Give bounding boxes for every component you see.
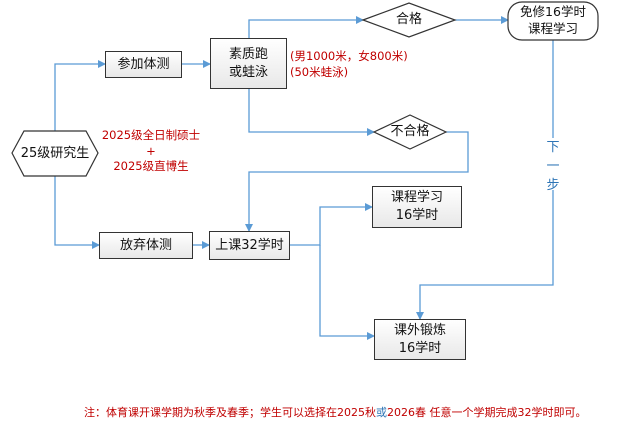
pass-diamond-shape <box>361 2 457 38</box>
outdoor-box: 课外锻炼 16学时 <box>374 319 466 360</box>
class-32-label: 上课32学时 <box>215 237 284 253</box>
edge-run-fail <box>248 89 375 136</box>
edge-start-join <box>54 60 106 131</box>
start-node-shape <box>11 130 99 177</box>
run-swim-label: 素质跑 或蛙泳 <box>228 46 268 80</box>
fail-diamond-shape <box>372 114 448 150</box>
pass-label: 合格 <box>395 12 422 28</box>
edge-exempt-outdoor <box>416 40 554 320</box>
fail-node: 不合格 <box>374 115 446 149</box>
class-32-box: 上课32学时 <box>209 231 290 260</box>
course-study-box: 课程学习 16学时 <box>372 186 462 228</box>
join-test-label: 参加体测 <box>117 56 170 72</box>
pass-node: 合格 <box>363 3 455 37</box>
footnote: 注：体育课开课学期为秋季及春季；学生可以选择在2025秋或2026春 任意一个学… <box>84 404 587 420</box>
footnote-part1: 注：体育课开课学期为秋季及春季；学生可以选择在2025秋 <box>84 406 376 419</box>
exempt-node: 免修16学时 课程学习 <box>508 2 598 40</box>
join-test-box: 参加体测 <box>105 51 182 78</box>
abandon-test-box: 放弃体测 <box>99 232 193 259</box>
run-detail-note: (男1000米，女800米) (50米蛙泳) <box>290 49 408 79</box>
edge-class-branches <box>290 203 373 246</box>
edge-run-pass <box>248 16 364 38</box>
run-swim-box: 素质跑 或蛙泳 <box>210 38 287 89</box>
start-node: 25级研究生 <box>12 131 98 176</box>
footnote-or: 或 <box>376 406 387 419</box>
student-types-note: 2025级全日制硕士 + 2025级直博生 <box>101 128 201 174</box>
fail-label: 不合格 <box>390 124 430 140</box>
abandon-test-label: 放弃体测 <box>119 237 172 253</box>
outdoor-label: 课外锻炼 16学时 <box>393 322 446 356</box>
footnote-part2: 2026春 任意一个学期完成32学时即可。 <box>387 406 587 419</box>
exempt-label: 免修16学时 课程学习 <box>520 4 586 36</box>
edge-fail-class <box>245 131 469 232</box>
start-node-label: 25级研究生 <box>20 145 90 161</box>
next-step-label: 下 一 步 <box>546 140 560 193</box>
edge-class-outdoor <box>319 245 375 340</box>
edge-start-abandon <box>54 176 100 249</box>
course-study-label: 课程学习 16学时 <box>390 190 443 223</box>
exempt-node-shape <box>507 1 599 41</box>
